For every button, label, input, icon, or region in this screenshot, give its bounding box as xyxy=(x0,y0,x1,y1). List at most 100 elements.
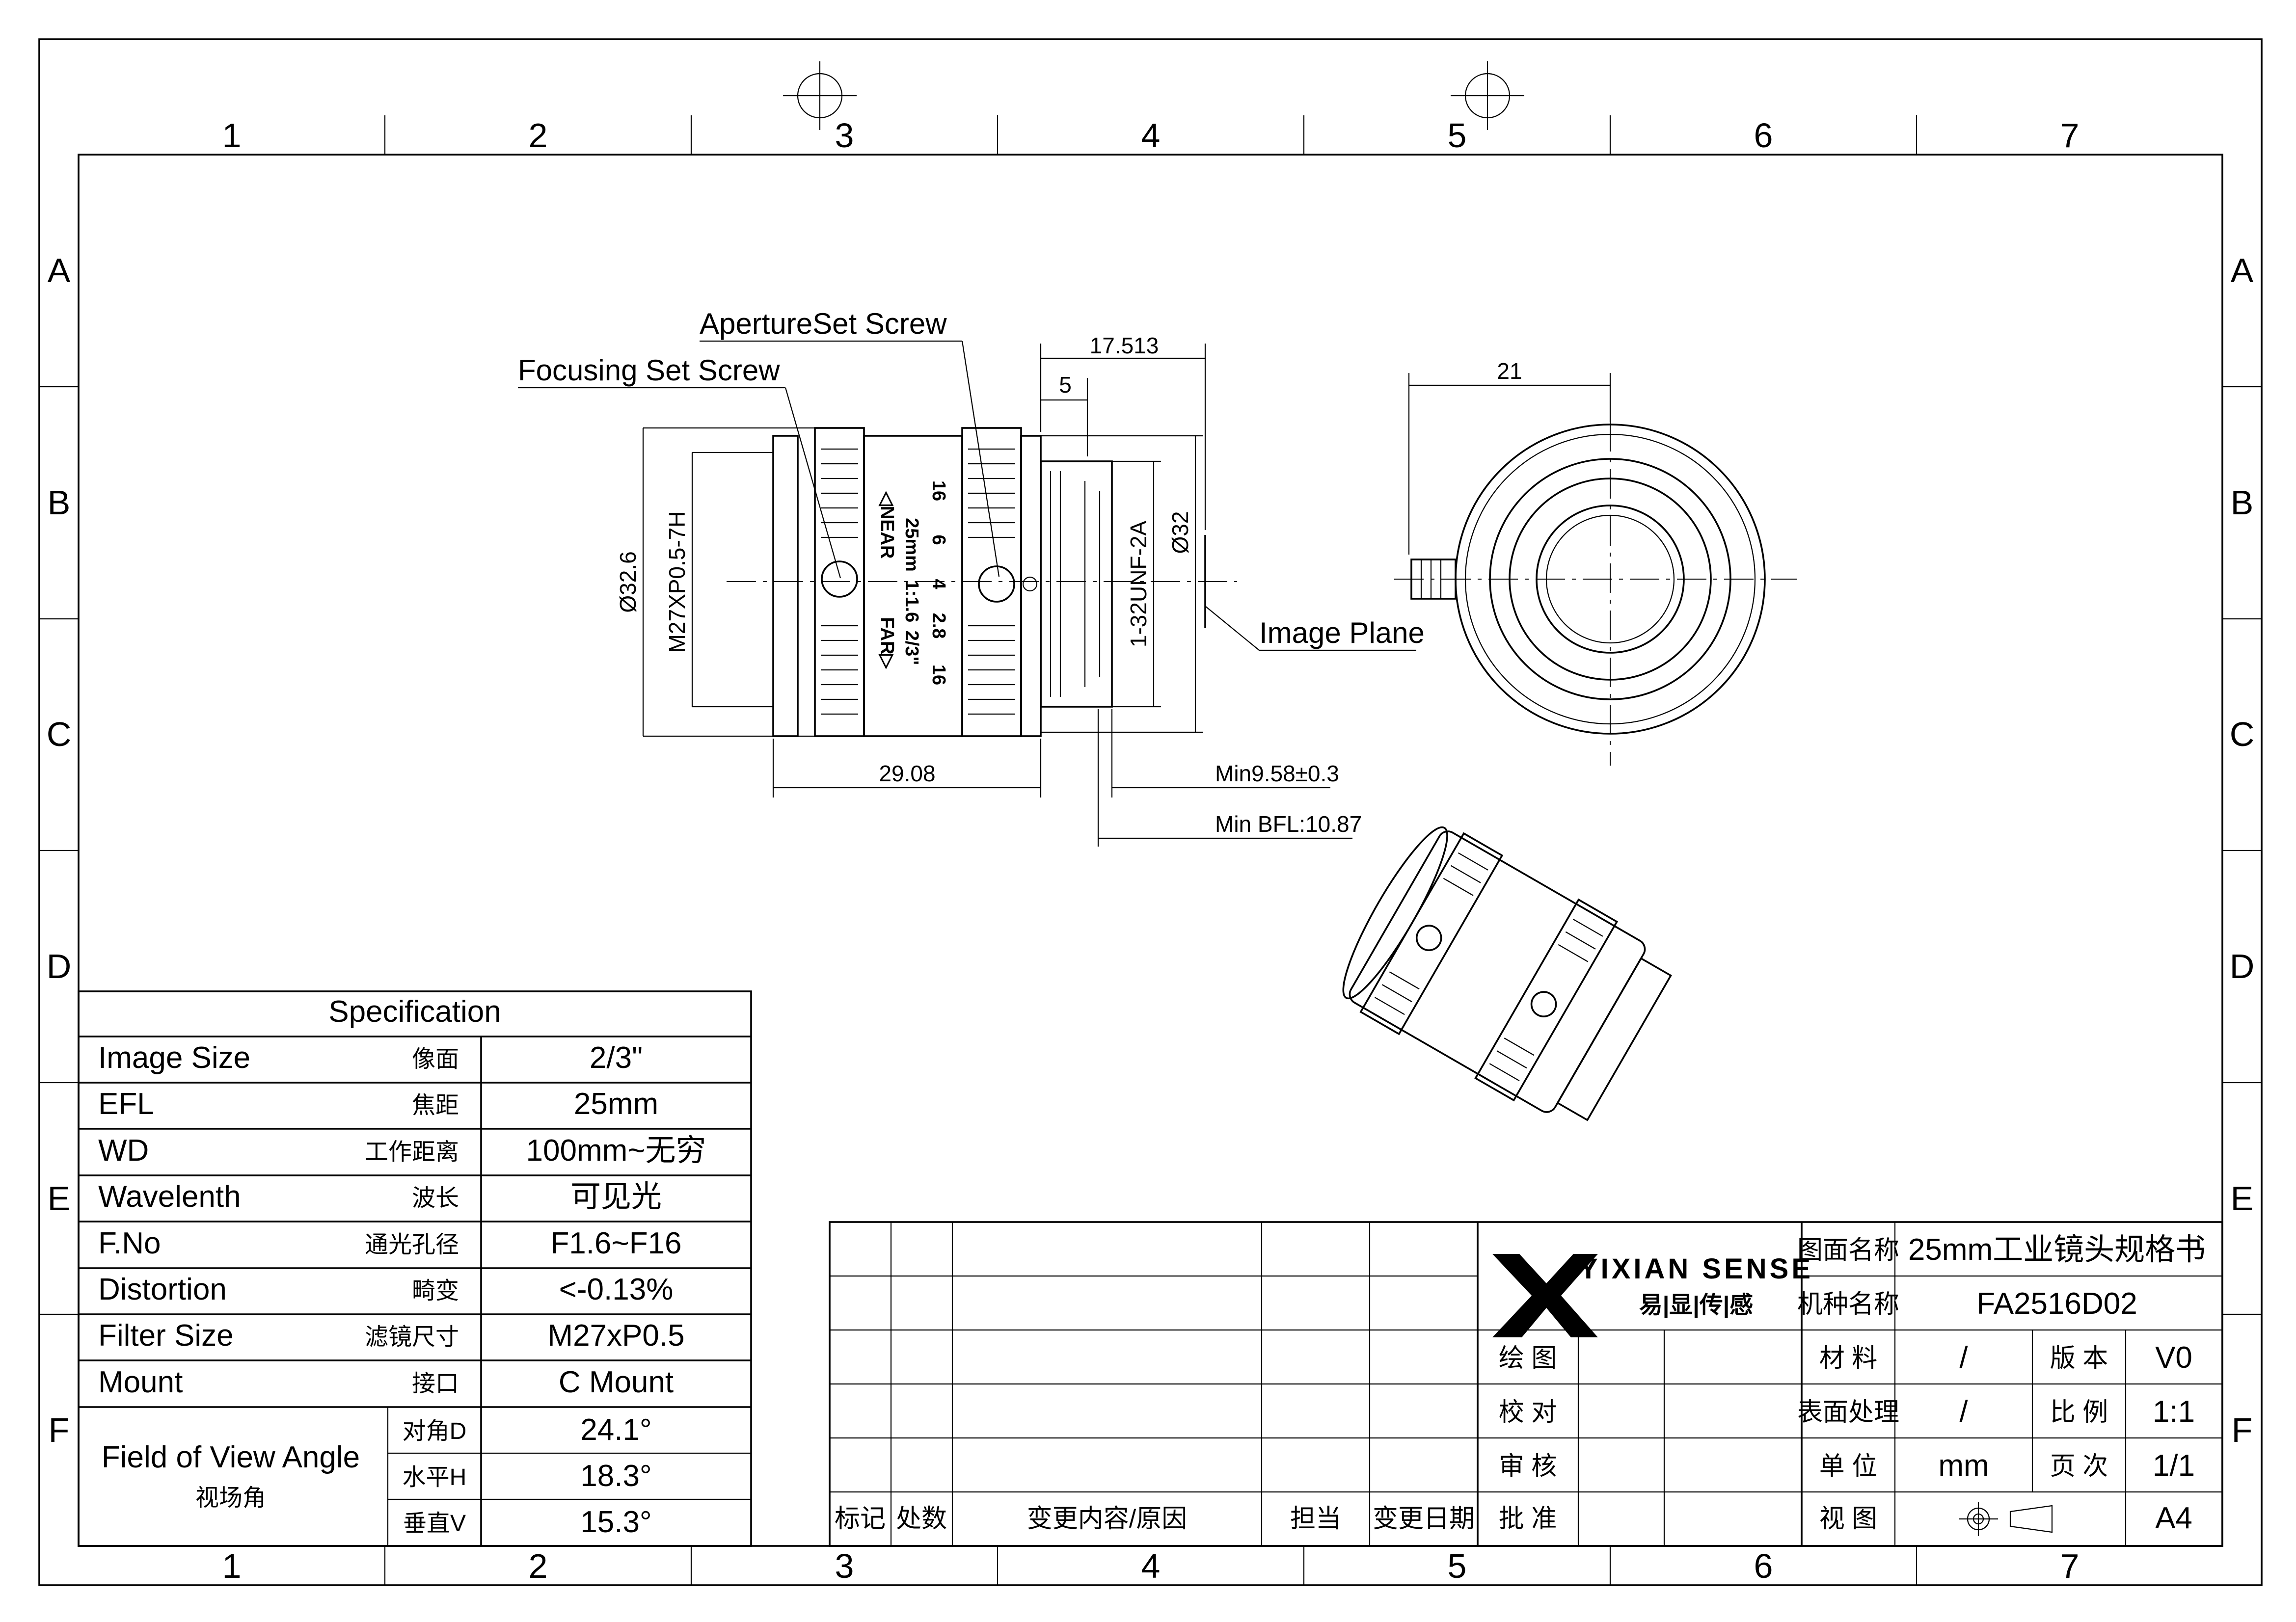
marking-fstop-16: 16 xyxy=(928,665,949,685)
version-value: V0 xyxy=(2155,1341,2192,1375)
marking-focus-16: 16 xyxy=(928,480,949,501)
dim-rear-width-value: 21 xyxy=(1497,358,1522,384)
spec-value-distortion: <-0.13% xyxy=(559,1273,674,1306)
material-label: 材 料 xyxy=(1819,1344,1877,1373)
spec-title: Specification xyxy=(328,995,501,1029)
rear-knurl-inner xyxy=(1464,433,1756,725)
side-view: 16 6 4 2.8 16 ◁NEAR 25mm 1:1.6 2/3" FAR▷… xyxy=(518,307,1425,847)
rear-aperture xyxy=(1536,505,1685,654)
spec-value-image-size: 2/3" xyxy=(590,1041,643,1075)
spec-cn-distortion: 畸变 xyxy=(412,1278,459,1304)
zone-col-4-top: 4 xyxy=(1141,116,1161,155)
callout-image-plane-label: Image Plane xyxy=(1259,616,1425,649)
rear-view: 21 xyxy=(1394,358,1797,766)
spec-value-wd: 100mm~无穷 xyxy=(526,1134,706,1168)
sign-drawn-label: 绘 图 xyxy=(1499,1344,1557,1373)
zone-col-5-bottom: 5 xyxy=(1448,1547,1467,1585)
marking-far: FAR▷ xyxy=(877,617,897,669)
zone-col-2-top: 2 xyxy=(529,116,548,155)
dim-mount-thread: 1-32UNF-2A xyxy=(1112,460,1161,708)
unit-label: 单 位 xyxy=(1819,1452,1877,1481)
company-name: YIXIAN SENSE xyxy=(1579,1253,1813,1285)
zone-row-d-right: D xyxy=(2230,947,2255,985)
focus-grip-knurl xyxy=(821,448,858,715)
spec-value-filter-size: M27xP0.5 xyxy=(547,1319,684,1353)
dim-mount-thread-value: 1-32UNF-2A xyxy=(1126,521,1151,648)
callout-focusing-screw-label: Focusing Set Screw xyxy=(518,354,780,387)
spec-cn-fov: 视场角 xyxy=(195,1485,266,1511)
rev-header-count: 处数 xyxy=(896,1505,947,1533)
model-label: 机种名称 xyxy=(1797,1290,1899,1319)
spec-name-image-size: Image Size xyxy=(98,1041,250,1075)
zone-row-c-left: C xyxy=(47,715,72,753)
model-number: FA2516D02 xyxy=(1976,1287,2137,1321)
spec-name-filter-size: Filter Size xyxy=(98,1319,234,1353)
aperture-grip-knurl xyxy=(968,448,1015,715)
scale-label: 比 例 xyxy=(2050,1398,2108,1427)
spec-name-efl: EFL xyxy=(98,1087,154,1121)
zone-col-3-top: 3 xyxy=(835,116,854,155)
rear-thread-ring xyxy=(1509,478,1712,681)
spec-value-mount: C Mount xyxy=(559,1365,674,1399)
rev-header-owner: 担当 xyxy=(1290,1505,1341,1533)
fov-axis-vertical: 垂直V xyxy=(403,1511,466,1537)
material-value: / xyxy=(1959,1341,1968,1375)
marking-focus-6: 6 xyxy=(928,534,949,545)
unit-value: mm xyxy=(1938,1449,1989,1483)
zone-row-f-left: F xyxy=(49,1411,70,1449)
zone-col-3-bottom: 3 xyxy=(835,1547,854,1585)
focusing-screw-head xyxy=(821,560,858,598)
fov-value-diagonal: 24.1° xyxy=(580,1413,651,1447)
iso-aperture-ring xyxy=(1474,898,1619,1102)
spec-name-distortion: Distortion xyxy=(98,1273,227,1306)
spec-cn-efl: 焦距 xyxy=(412,1092,459,1118)
dim-outer-diameter-value: Ø32.6 xyxy=(615,551,641,612)
dim-body-length-value: 29.08 xyxy=(879,761,935,786)
fov-value-vertical: 15.3° xyxy=(580,1505,651,1539)
spec-value-efl: 25mm xyxy=(574,1087,658,1121)
aperture-screw-head xyxy=(978,565,1015,603)
spec-name-wavelength: Wavelenth xyxy=(98,1180,241,1214)
rev-header-date: 变更日期 xyxy=(1373,1505,1475,1533)
scale-value: 1:1 xyxy=(2153,1395,2195,1429)
fov-axis-horizontal: 水平H xyxy=(403,1464,467,1490)
spec-name-mount: Mount xyxy=(98,1365,183,1399)
marking-fstop-2-8: 2.8 xyxy=(928,613,949,639)
callout-image-plane: Image Plane xyxy=(1204,535,1425,651)
dim-front-thread: M27XP0.5-7H xyxy=(664,452,773,708)
view-label: 视 图 xyxy=(1819,1505,1877,1533)
drawing-name: 25mm工业镜头规格书 xyxy=(1908,1233,2206,1267)
sign-checked-label: 校 对 xyxy=(1499,1398,1557,1427)
dim-rear-width: 21 xyxy=(1408,358,1611,555)
dim-mount-diameter-value: Ø32 xyxy=(1167,511,1193,554)
fov-axis-diagonal: 对角D xyxy=(403,1418,467,1444)
company-name-cn: 易|显|传|感 xyxy=(1639,1292,1753,1318)
zone-row-f-right: F xyxy=(2232,1411,2253,1449)
dim-min-bfl-value: Min BFL:10.87 xyxy=(1215,811,1362,837)
zone-col-6-bottom: 6 xyxy=(1754,1547,1773,1585)
zone-col-2-bottom: 2 xyxy=(529,1547,548,1585)
dim-body-length: 29.08 xyxy=(772,739,1042,798)
spec-cn-fno: 通光孔径 xyxy=(365,1232,459,1258)
rear-housing xyxy=(1020,435,1042,737)
surface-value: / xyxy=(1959,1395,1968,1429)
sign-reviewed-label: 审 核 xyxy=(1499,1452,1557,1481)
zone-col-6-top: 6 xyxy=(1754,116,1773,155)
front-ring xyxy=(772,435,799,737)
rear-set-screw xyxy=(1410,558,1457,600)
dim-min-distance-value: Min9.58±0.3 xyxy=(1215,761,1339,786)
dim-min-distance: Min9.58±0.3 xyxy=(1111,709,1339,798)
spec-table: Specification Image Size 像面 2/3" EFL 焦距 … xyxy=(78,990,752,1547)
iso-focus-screw xyxy=(1415,925,1442,951)
iso-aperture-screw xyxy=(1530,991,1557,1017)
spec-cn-wavelength: 波长 xyxy=(412,1185,459,1211)
dim-mount-length: 5 xyxy=(1041,372,1088,456)
zone-row-b-left: B xyxy=(48,483,71,522)
zone-col-1-bottom: 1 xyxy=(222,1547,242,1585)
page-label: 页 次 xyxy=(2050,1452,2108,1481)
centering-mark-right xyxy=(1451,61,1524,130)
dim-mount-diameter: Ø32 xyxy=(1041,435,1203,733)
centering-mark-left xyxy=(783,61,857,130)
c-mount-thread xyxy=(1040,460,1113,708)
marking-near: ◁NEAR xyxy=(877,491,897,559)
